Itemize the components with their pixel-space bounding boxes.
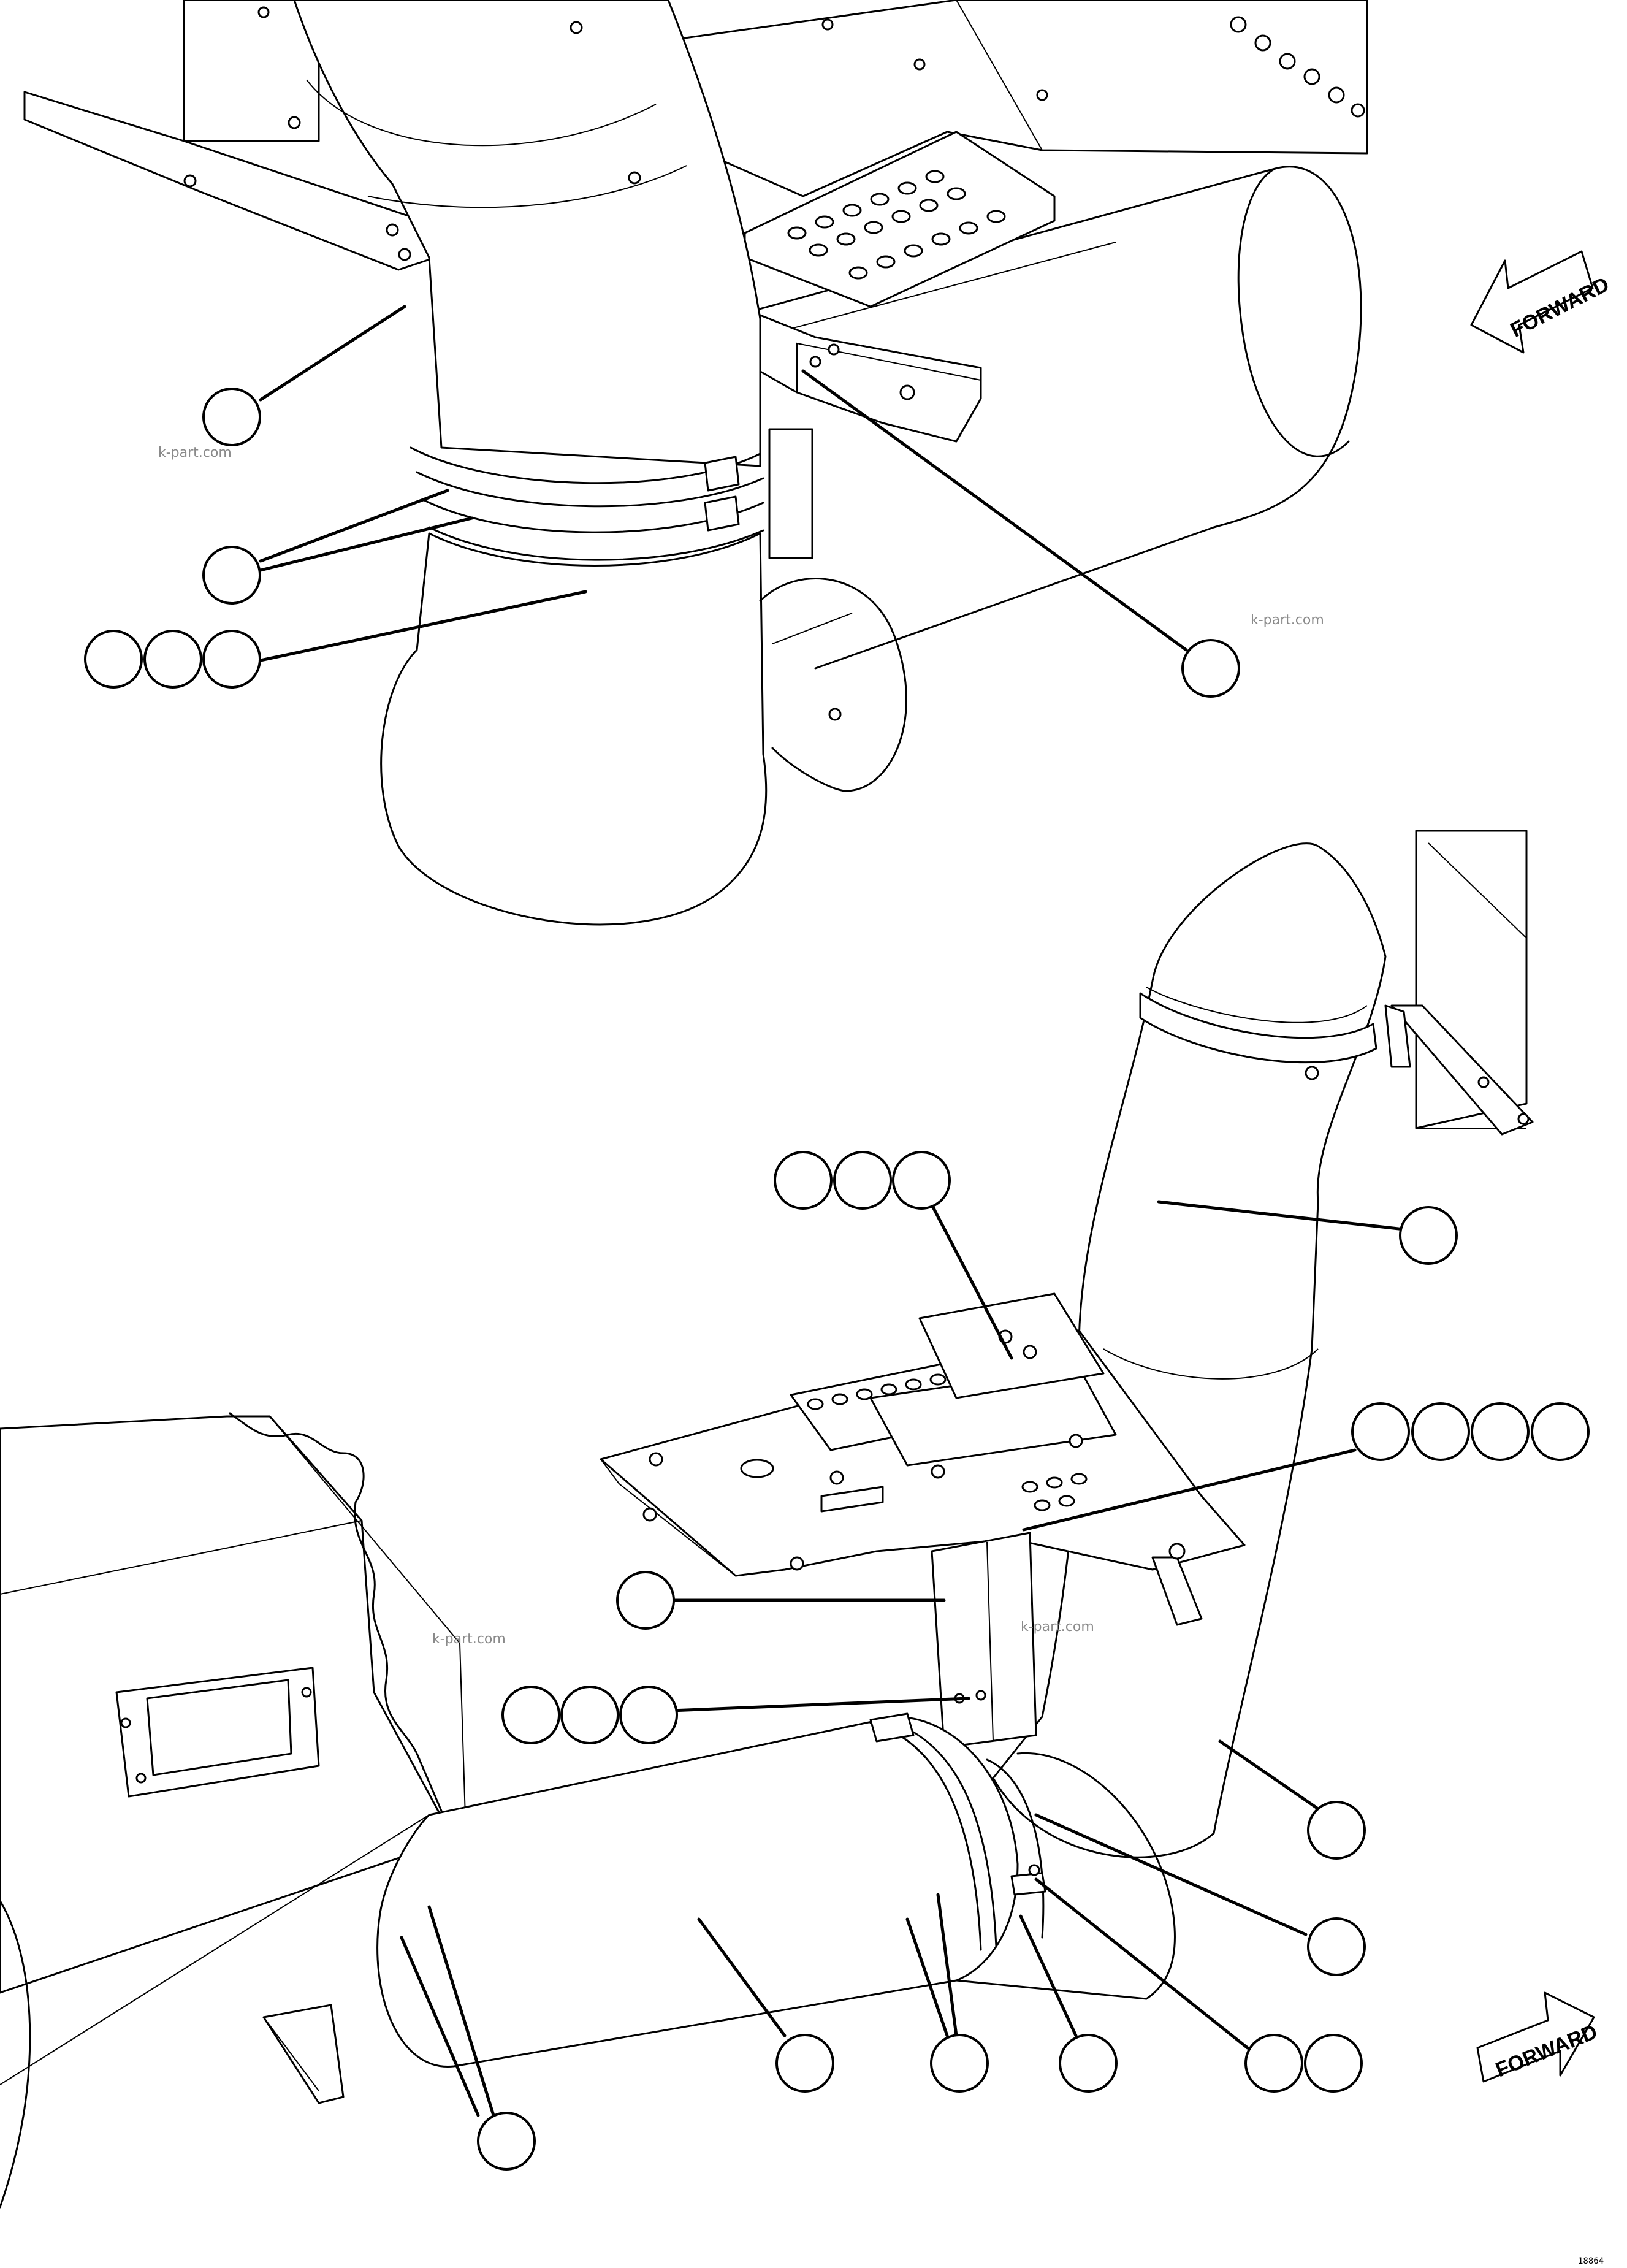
- leader-line: [259, 516, 474, 572]
- callout-circle: [501, 1686, 560, 1744]
- callout-circle: [1351, 1402, 1410, 1461]
- upper-left-support: [23, 0, 455, 271]
- callout-circle: [1411, 1402, 1470, 1461]
- leader-line: [400, 1936, 480, 2117]
- callout-circle: [774, 1151, 833, 1210]
- callout-circle: [477, 2112, 536, 2171]
- callout-circle: [619, 1686, 678, 1744]
- callout-circle: [202, 388, 261, 446]
- callout-circle: [84, 630, 143, 689]
- upper-lower-pipe: [380, 428, 907, 926]
- callout-circle: [202, 630, 261, 689]
- callout-circle: [1307, 1917, 1366, 1976]
- lower-pipe-clamps: [869, 1712, 1046, 1951]
- callout-circle: [143, 630, 202, 689]
- watermark: k-part.com: [1021, 1619, 1094, 1635]
- callout-circle: [775, 2034, 834, 2093]
- leader-line: [801, 369, 1188, 652]
- lower-view: FORWARD k-part.com k-part.com: [0, 830, 1601, 2209]
- callout-circle: [1244, 2034, 1303, 2093]
- lower-muffler-box: [0, 1412, 467, 1994]
- leader-line: [936, 1893, 958, 2037]
- callout-circle: [1181, 639, 1240, 698]
- callout-circle: [1307, 1801, 1366, 1860]
- leader-line: [697, 1917, 787, 2037]
- callout-circle: [1059, 2034, 1118, 2093]
- upper-elbow-pipe: [293, 0, 761, 467]
- lower-horizontal-pipe: [0, 1716, 1176, 2209]
- callout-circle: [202, 546, 261, 605]
- watermark: k-part.com: [432, 1632, 506, 1647]
- step-holes: [787, 170, 1006, 280]
- leader-line: [1022, 1448, 1357, 1532]
- leader-line: [669, 1697, 970, 1712]
- leader-line: [1218, 1739, 1320, 1811]
- callout-circle: [892, 1151, 951, 1210]
- callout-circle: [930, 2034, 989, 2093]
- callout-circle: [1399, 1206, 1458, 1265]
- leader-line: [259, 590, 587, 662]
- leader-line: [1019, 1914, 1078, 2037]
- callout-circle: [616, 1571, 675, 1630]
- leader-line: [427, 1905, 495, 2117]
- callout-circle: [560, 1686, 619, 1744]
- watermark: k-part.com: [1251, 613, 1324, 628]
- leader-line: [1157, 1200, 1406, 1231]
- drawing-id: 18864: [1578, 2256, 1604, 2266]
- upper-view: FORWARD k-part.com k-part.com: [23, 0, 1613, 926]
- upper-perforated-step: [744, 131, 1056, 308]
- leader-line: [930, 1203, 1013, 1360]
- lower-vertical-support: [931, 1532, 1037, 1749]
- callout-circle: [833, 1151, 892, 1210]
- lower-callouts: [400, 1151, 1590, 2171]
- leader-line: [1034, 1877, 1249, 2050]
- arrow-left-icon: [1470, 250, 1594, 354]
- leader-line: [905, 1917, 949, 2037]
- callout-circle: [1471, 1402, 1530, 1461]
- callout-circle: [1304, 2034, 1363, 2093]
- watermark: k-part.com: [158, 445, 232, 460]
- callout-circle: [1531, 1402, 1590, 1461]
- upper-callouts: [84, 305, 1240, 698]
- forward-arrow-lower: FORWARD: [1476, 1991, 1601, 2083]
- upper-mount-bracket: [753, 311, 982, 443]
- leader-line: [259, 489, 449, 563]
- upper-exhaust-tube: [722, 166, 1362, 670]
- leader-line: [259, 305, 406, 402]
- lower-frame-post: [1390, 830, 1534, 1136]
- platform-holes: [807, 1373, 1088, 1511]
- arrow-right-icon: [1476, 1991, 1595, 2083]
- leader-line: [1034, 1813, 1308, 1936]
- forward-arrow-upper: FORWARD: [1470, 250, 1613, 354]
